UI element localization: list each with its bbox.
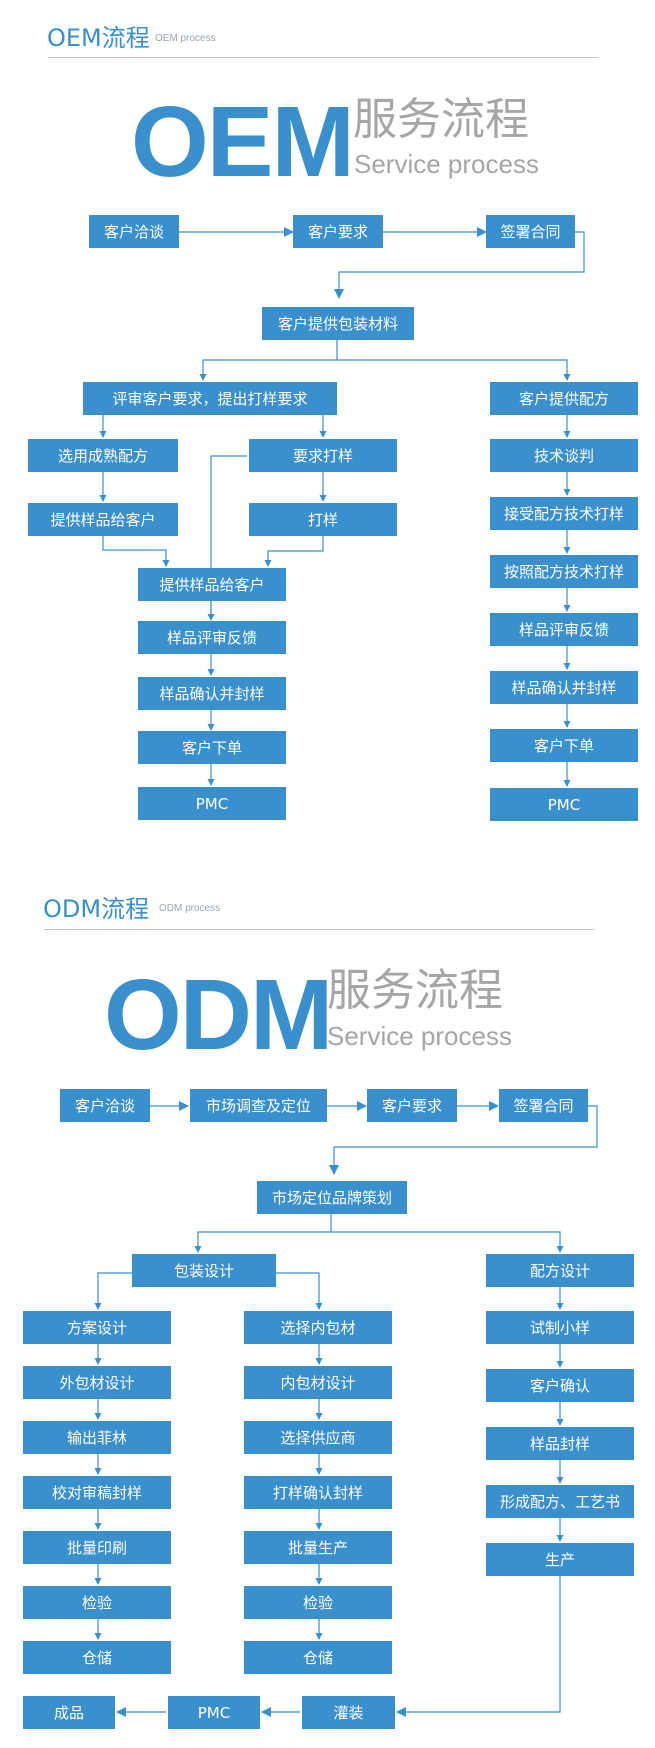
odm-step-production: 生产	[486, 1543, 634, 1576]
oem-step-pmc-right: PMC	[490, 788, 638, 821]
oem-step-request-sample: 要求打样	[249, 439, 397, 472]
oem-step-pmc-left: PMC	[138, 787, 286, 820]
odm-step-filling: 灌装	[302, 1696, 395, 1729]
odm-service-cn: 服务流程	[327, 965, 503, 1016]
odm-big-heading: ODM	[104, 959, 333, 1071]
oem-step-customer-negotiation: 客户洽谈	[89, 215, 179, 248]
oem-step-sample-confirm-left: 样品确认并封样	[138, 677, 286, 710]
odm-step-outer-packaging-design: 外包材设计	[23, 1366, 171, 1399]
oem-step-packaging-material: 客户提供包装材料	[262, 307, 414, 340]
odm-step-proofread-seal: 校对审稿封样	[23, 1476, 171, 1509]
odm-step-storage-middle: 仓储	[244, 1641, 392, 1674]
odm-step-mass-production: 批量生产	[244, 1531, 392, 1564]
odm-step-market-research: 市场调查及定位	[190, 1089, 327, 1122]
oem-service-en: Service process	[354, 149, 539, 179]
odm-step-package-design: 包装设计	[132, 1254, 276, 1287]
odm-section-subtitle: ODM process	[159, 903, 221, 914]
odm-step-formula-design: 配方设计	[486, 1254, 634, 1287]
odm-step-sample-seal: 样品封样	[486, 1427, 634, 1460]
oem-step-review-requirements: 评审客户要求，提出打样要求	[83, 382, 337, 415]
oem-step-accept-formula-sample: 接受配方技术打样	[490, 497, 638, 530]
oem-title-rule	[48, 57, 598, 58]
odm-step-pmc: PMC	[168, 1696, 260, 1729]
oem-step-tech-negotiation: 技术谈判	[490, 439, 638, 472]
odm-step-finished-product: 成品	[23, 1696, 115, 1729]
odm-step-select-inner-material: 选择内包材	[244, 1311, 392, 1344]
oem-step-mature-formula: 选用成熟配方	[28, 439, 178, 472]
odm-step-inspection-left: 检验	[23, 1586, 171, 1619]
oem-section-subtitle: OEM process	[155, 33, 216, 44]
oem-step-customer-requirement: 客户要求	[293, 215, 383, 248]
odm-service-en: Service process	[327, 1021, 512, 1051]
oem-step-sample-confirm-right: 样品确认并封样	[490, 671, 638, 704]
odm-step-customer-confirm: 客户确认	[486, 1369, 634, 1402]
odm-step-formula-process-book: 形成配方、工艺书	[486, 1485, 634, 1518]
oem-step-sample-review-left: 样品评审反馈	[138, 621, 286, 654]
odm-step-bulk-printing: 批量印刷	[23, 1531, 171, 1564]
odm-step-customer-negotiation: 客户洽谈	[60, 1089, 150, 1122]
odm-step-storage-left: 仓储	[23, 1641, 171, 1674]
oem-step-order-left: 客户下单	[138, 731, 286, 764]
odm-step-inner-material-design: 内包材设计	[244, 1366, 392, 1399]
oem-service-cn: 服务流程	[353, 94, 529, 145]
odm-step-output-film: 输出菲林	[23, 1421, 171, 1454]
odm-step-brand-planning: 市场定位品牌策划	[257, 1181, 407, 1214]
odm-step-customer-requirement: 客户要求	[367, 1089, 457, 1122]
oem-step-sample-review-right: 样品评审反馈	[490, 613, 638, 646]
odm-step-select-supplier: 选择供应商	[244, 1421, 392, 1454]
oem-step-provide-sample-left: 提供样品给客户	[28, 503, 178, 536]
oem-step-provide-sample: 提供样品给客户	[138, 568, 286, 601]
odm-step-scheme-design: 方案设计	[23, 1311, 171, 1344]
oem-step-customer-formula: 客户提供配方	[490, 382, 638, 415]
odm-title-rule	[44, 929, 594, 930]
oem-big-heading: OEM	[131, 86, 355, 198]
oem-step-sign-contract: 签署合同	[486, 215, 575, 248]
oem-step-formula-tech-sample: 按照配方技术打样	[490, 555, 638, 588]
oem-section-title: OEM流程	[47, 24, 150, 52]
odm-step-inspection-middle: 检验	[244, 1586, 392, 1619]
odm-step-trial-sample: 试制小样	[486, 1311, 634, 1344]
odm-section-title: ODM流程	[43, 895, 150, 923]
odm-step-sign-contract: 签署合同	[499, 1089, 588, 1122]
oem-step-order-right: 客户下单	[490, 729, 638, 762]
oem-step-sampling: 打样	[249, 503, 397, 536]
odm-step-sample-confirm-seal: 打样确认封样	[244, 1476, 392, 1509]
